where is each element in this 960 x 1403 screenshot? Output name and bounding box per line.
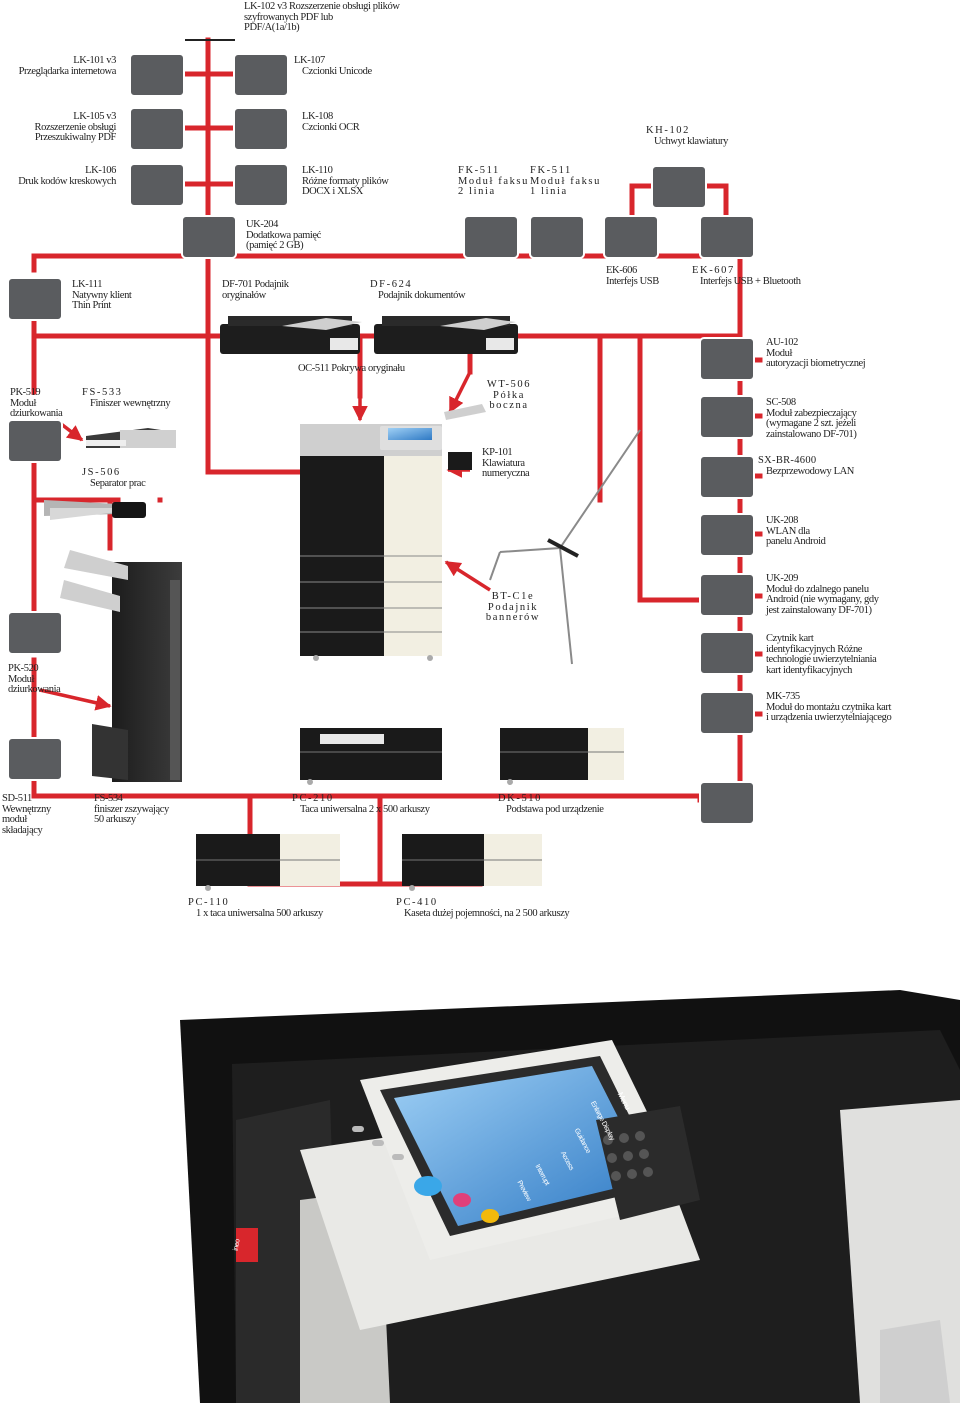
module-ek606 xyxy=(603,215,659,259)
module-uk204 xyxy=(181,215,237,259)
df624-feeder-image xyxy=(374,316,518,354)
pc210-unit-image xyxy=(300,728,442,785)
fs533-finisher-image xyxy=(86,428,176,448)
module-pk520 xyxy=(7,611,63,655)
module-extra-right xyxy=(699,781,755,825)
pc110-unit-image xyxy=(196,834,340,891)
module-lk107 xyxy=(233,53,289,97)
module-boxes xyxy=(7,53,755,825)
pc410-unit-image xyxy=(402,834,542,891)
module-lk105 xyxy=(129,107,185,151)
module-lk111 xyxy=(7,277,63,321)
js506-separator-image xyxy=(44,500,146,520)
module-pk519 xyxy=(7,419,63,463)
module-au102 xyxy=(699,337,755,381)
module-ek607 xyxy=(699,215,755,259)
mfp-main-image xyxy=(300,424,442,661)
brand-badge: ineo xyxy=(232,1238,242,1252)
module-uk208 xyxy=(699,513,755,557)
module-fk511-1 xyxy=(529,215,585,259)
module-kh102 xyxy=(651,165,707,209)
module-sc508 xyxy=(699,395,755,439)
module-sxbr4600 xyxy=(699,455,755,499)
connector-lines xyxy=(31,37,763,887)
module-lk101 xyxy=(129,53,185,97)
kp101-keypad-image xyxy=(448,452,472,470)
fs534-finisher-image xyxy=(60,550,182,782)
module-mk735 xyxy=(699,691,755,735)
module-sd511 xyxy=(7,737,63,781)
wt506-shelf-image xyxy=(444,404,486,420)
module-lk106 xyxy=(129,163,185,207)
module-lk108 xyxy=(233,107,289,151)
module-fk511-2 xyxy=(463,215,519,259)
df701-feeder-image xyxy=(220,316,362,354)
dk510-unit-image xyxy=(500,728,624,785)
label-oc511: OC-511 Pokrywa oryginału xyxy=(298,363,405,374)
module-lk110 xyxy=(233,163,289,207)
module-reader xyxy=(699,631,755,675)
module-uk209 xyxy=(699,573,755,617)
product-photo xyxy=(180,990,960,1403)
btc1e-banner-image xyxy=(489,429,641,665)
